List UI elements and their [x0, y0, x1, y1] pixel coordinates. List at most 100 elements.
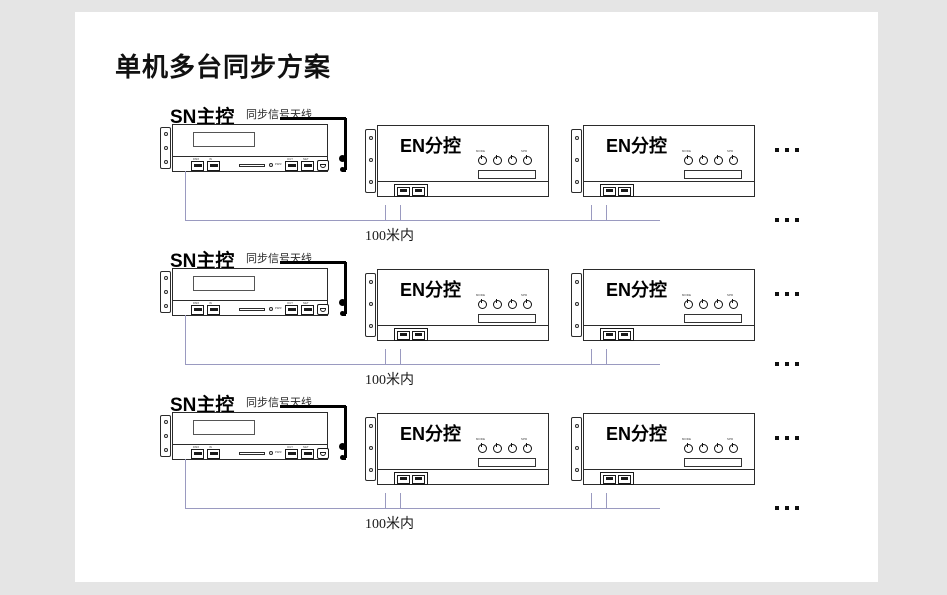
en-sub-controller[interactable]: EN分控 MODE SPD	[571, 413, 766, 493]
sn-port-net-a[interactable]	[285, 305, 298, 315]
en-knob[interactable]	[729, 155, 738, 165]
en-knob[interactable]	[523, 155, 532, 165]
antenna-connector[interactable]	[339, 299, 346, 306]
en-sub-controller[interactable]: EN分控 MODE SPD	[365, 413, 560, 493]
sn-slot-label: PWR	[275, 163, 282, 166]
en-chassis: EN分控 MODE SPD	[377, 125, 549, 197]
wire-from-sn	[185, 171, 186, 220]
diagram-card: 单机多台同步方案 SN主控 同步信号天线 DMX IN	[75, 12, 878, 582]
wire-bus	[185, 220, 660, 221]
wire-bus	[185, 508, 660, 509]
en-sub-controller[interactable]: EN分控 MODE SPD	[571, 269, 766, 349]
antenna-cable-join	[342, 313, 346, 316]
en-port-out[interactable]	[412, 331, 425, 340]
en-port-in[interactable]	[397, 331, 410, 340]
antenna-connector[interactable]	[339, 155, 346, 162]
en-port-group	[394, 328, 428, 341]
en-port-out[interactable]	[618, 475, 631, 484]
distance-label: 100米内	[365, 373, 414, 388]
screw-hole	[575, 180, 579, 184]
antenna-connector[interactable]	[339, 443, 346, 450]
sn-port-power[interactable]	[317, 448, 329, 459]
sn-lcd-display	[193, 132, 255, 147]
en-label: EN分控	[400, 280, 462, 300]
antenna-cable-join	[342, 169, 346, 172]
wire-to-en-1a	[385, 349, 386, 364]
sn-port-dmx-thru[interactable]	[207, 449, 220, 459]
sn-main-controller[interactable]: SN主控 同步信号天线 DMX IN PWR	[160, 107, 347, 189]
en-knob[interactable]	[523, 443, 532, 453]
en-knob[interactable]	[699, 155, 708, 165]
screw-hole	[575, 158, 579, 162]
wire-to-en-2a	[591, 349, 592, 364]
en-label: EN分控	[606, 280, 668, 300]
sn-port-dmx-in[interactable]	[191, 449, 204, 459]
wire-to-en-2a	[591, 493, 592, 508]
rack-ear-left	[365, 129, 376, 193]
en-sub-controller[interactable]: EN分控 MODE SPD	[571, 125, 766, 205]
en-knob[interactable]	[508, 443, 517, 453]
sn-port-net-a[interactable]	[285, 449, 298, 459]
sn-port-dmx-thru[interactable]	[207, 305, 220, 315]
more-devices-ellipsis	[775, 436, 799, 440]
sn-port-net-b[interactable]	[301, 161, 314, 171]
en-port-in[interactable]	[603, 475, 616, 484]
screw-hole	[164, 290, 168, 294]
en-knob[interactable]	[684, 443, 693, 453]
screw-hole	[369, 468, 373, 472]
rack-ear-left	[571, 129, 582, 193]
en-port-in[interactable]	[397, 187, 410, 196]
knob-cap-label: SPD	[521, 437, 528, 441]
sn-port-dmx-in[interactable]	[191, 161, 204, 171]
sn-port-dmx-in[interactable]	[191, 305, 204, 315]
en-knob[interactable]	[493, 299, 502, 309]
en-knob[interactable]	[493, 443, 502, 453]
en-port-out[interactable]	[412, 187, 425, 196]
en-port-in[interactable]	[603, 331, 616, 340]
en-port-group	[600, 328, 634, 341]
en-knob-row: MODE SPD	[682, 149, 744, 166]
sn-label: SN主控	[170, 251, 235, 272]
sn-main-controller[interactable]: SN主控 同步信号天线 DMX IN PWR	[160, 251, 347, 333]
en-knob[interactable]	[493, 155, 502, 165]
en-display	[684, 170, 742, 179]
sn-port-power[interactable]	[317, 304, 329, 315]
en-knob[interactable]	[714, 299, 723, 309]
en-knob[interactable]	[714, 155, 723, 165]
sn-port-net-b[interactable]	[301, 305, 314, 315]
en-knob-row: MODE SPD	[682, 437, 744, 454]
en-knob[interactable]	[684, 299, 693, 309]
en-port-out[interactable]	[618, 331, 631, 340]
en-sub-controller[interactable]: EN分控 MODE SPD	[365, 269, 560, 349]
en-knob[interactable]	[508, 155, 517, 165]
en-knob[interactable]	[699, 299, 708, 309]
sn-port-power[interactable]	[317, 160, 329, 171]
en-knob[interactable]	[699, 443, 708, 453]
sn-port-net-b[interactable]	[301, 449, 314, 459]
en-port-in[interactable]	[603, 187, 616, 196]
wire-to-en-1a	[385, 493, 386, 508]
en-knob[interactable]	[508, 299, 517, 309]
en-port-in[interactable]	[397, 475, 410, 484]
sn-port-net-a[interactable]	[285, 161, 298, 171]
en-knob[interactable]	[478, 443, 487, 453]
panel-divider	[173, 444, 327, 445]
en-knob[interactable]	[729, 443, 738, 453]
en-knob[interactable]	[478, 299, 487, 309]
screw-hole	[164, 448, 168, 452]
sn-card-slot	[239, 308, 265, 311]
en-knob[interactable]	[478, 155, 487, 165]
en-knob[interactable]	[523, 299, 532, 309]
en-port-out[interactable]	[412, 475, 425, 484]
sn-port-dmx-thru[interactable]	[207, 161, 220, 171]
more-links-ellipsis	[775, 218, 799, 222]
en-knob[interactable]	[714, 443, 723, 453]
en-knob[interactable]	[729, 299, 738, 309]
en-knob[interactable]	[684, 155, 693, 165]
en-sub-controller[interactable]: EN分控 MODE SPD	[365, 125, 560, 205]
sn-indicator-dot	[269, 451, 273, 455]
en-port-out[interactable]	[618, 187, 631, 196]
sn-main-controller[interactable]: SN主控 同步信号天线 DMX IN PWR	[160, 395, 347, 477]
sn-lcd-display	[193, 276, 255, 291]
port-cap-label: DMX	[193, 158, 200, 161]
